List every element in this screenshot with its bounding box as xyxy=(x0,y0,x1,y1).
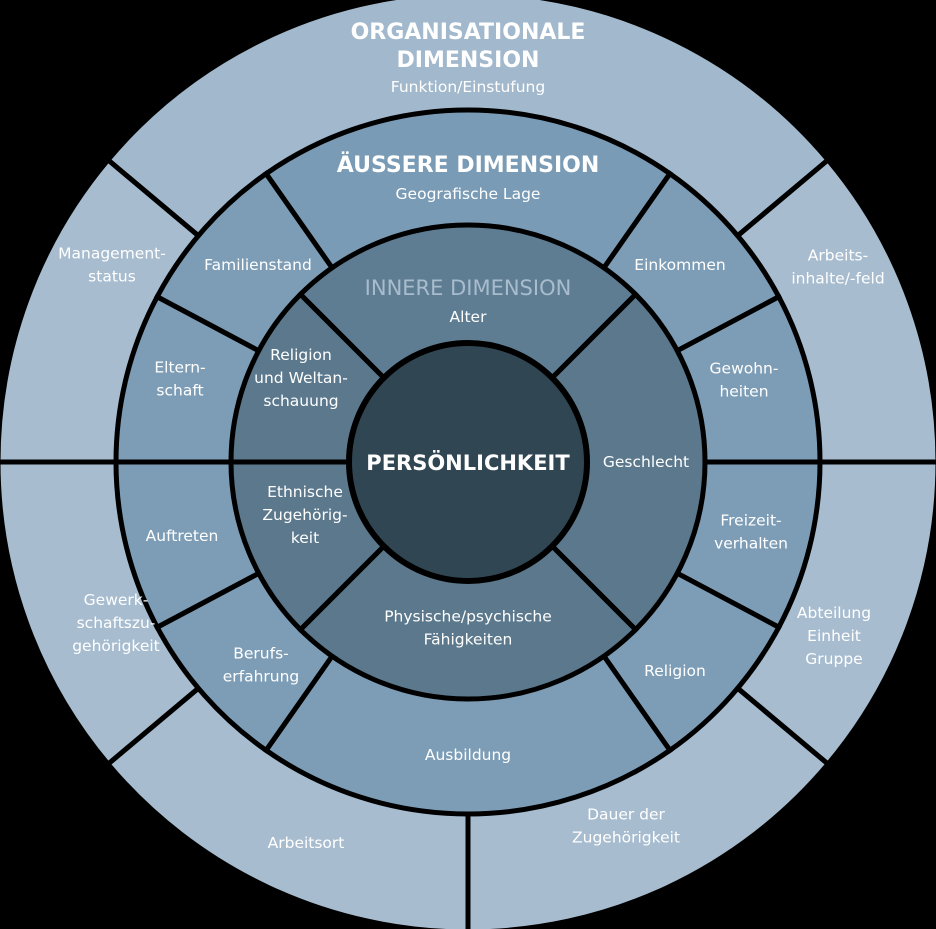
outer-item-4-label: Arbeitsort xyxy=(268,834,345,852)
outer-item-2-line-1: Abteilung xyxy=(797,604,871,622)
middle-item-2-line-2: heiten xyxy=(719,383,768,401)
middle-item-6-label: Berufs-erfahrung xyxy=(223,645,300,686)
outer-item-6-label: Management-status xyxy=(58,245,166,286)
middle-item-8-line-2: schaft xyxy=(156,382,203,400)
middle-item-9-line-1: Familienstand xyxy=(204,256,312,274)
middle-item-6-line-2: erfahrung xyxy=(223,668,300,686)
outer-item-5-line-2: schaftszu- xyxy=(77,614,156,632)
middle-item-1-label: Einkommen xyxy=(634,256,725,274)
outer-header-line-2: DIMENSION xyxy=(397,48,540,73)
outer-item-2-line-2: Einheit xyxy=(807,627,861,645)
inner-item-1-label: Geschlecht xyxy=(603,453,689,471)
inner-item-1-line-1: Geschlecht xyxy=(603,453,689,471)
center-circle xyxy=(346,340,590,584)
inner-header: INNERE DIMENSION xyxy=(365,276,572,300)
outer-item-6-line-2: status xyxy=(88,268,136,286)
middle-item-8-label: Eltern-schaft xyxy=(154,359,205,400)
middle-subheader: Geografische Lage xyxy=(396,185,541,203)
middle-item-3-line-1: Freizeit- xyxy=(720,512,781,530)
middle-item-7-line-1: Auftreten xyxy=(146,527,219,545)
outer-item-5-line-3: gehörigkeit xyxy=(72,637,160,655)
inner-item-2-line-1: Physische/psychische xyxy=(384,608,552,626)
outer-subheader: Funktion/Einstufung xyxy=(391,78,545,96)
middle-item-3-label: Freizeit-verhalten xyxy=(714,512,788,553)
outer-item-4-line-1: Arbeitsort xyxy=(268,834,345,852)
inner-item-3-line-1: Ethnische xyxy=(267,483,343,501)
inner-item-3-line-3: keit xyxy=(291,529,319,547)
middle-ring-external-dimension xyxy=(113,107,823,817)
inner-item-4-line-2: und Weltan- xyxy=(254,369,348,387)
inner-subheader: Alter xyxy=(450,308,488,326)
outer-item-1-label: Arbeits-inhalte/-feld xyxy=(791,247,884,288)
outer-item-3-line-2: Zugehörigkeit xyxy=(572,829,680,847)
middle-item-4-label: Religion xyxy=(644,662,706,680)
middle-item-9-label: Familienstand xyxy=(204,256,312,274)
middle-header: ÄUSSERE DIMENSION xyxy=(337,152,600,178)
outer-item-3-line-1: Dauer der xyxy=(587,806,665,824)
center-label: PERSÖNLICHKEIT xyxy=(366,450,570,475)
inner-item-4-line-3: schauung xyxy=(263,392,338,410)
outer-item-1-line-2: inhalte/-feld xyxy=(791,270,884,288)
middle-item-7-label: Auftreten xyxy=(146,527,219,545)
middle-item-5-line-1: Ausbildung xyxy=(425,746,511,764)
middle-item-2-line-1: Gewohn- xyxy=(710,360,779,378)
inner-item-4-line-1: Religion xyxy=(270,346,332,364)
middle-item-3-line-2: verhalten xyxy=(714,535,788,553)
middle-item-8-line-1: Eltern- xyxy=(154,359,205,377)
inner-item-4-label: Religion und Weltan-schauung xyxy=(254,346,348,410)
middle-item-4-line-1: Religion xyxy=(644,662,706,680)
inner-item-3-line-2: Zugehörig- xyxy=(262,506,347,524)
outer-item-1-line-1: Arbeits- xyxy=(808,247,868,265)
outer-item-6-line-1: Management- xyxy=(58,245,166,263)
outer-item-5-line-1: Gewerk- xyxy=(84,591,149,609)
middle-item-5-label: Ausbildung xyxy=(425,746,511,764)
middle-item-2-label: Gewohn-heiten xyxy=(710,360,779,401)
inner-item-2-line-2: Fähigkeiten xyxy=(424,631,513,649)
middle-item-6-line-1: Berufs- xyxy=(233,645,289,663)
middle-item-1-line-1: Einkommen xyxy=(634,256,725,274)
outer-header-line-1: ORGANISATIONALE xyxy=(351,20,586,45)
inner-ring-internal-dimension xyxy=(228,222,708,702)
outer-item-5-label: Gewerk-schaftszu-gehörigkeit xyxy=(72,591,160,655)
outer-item-2-line-3: Gruppe xyxy=(805,650,862,668)
